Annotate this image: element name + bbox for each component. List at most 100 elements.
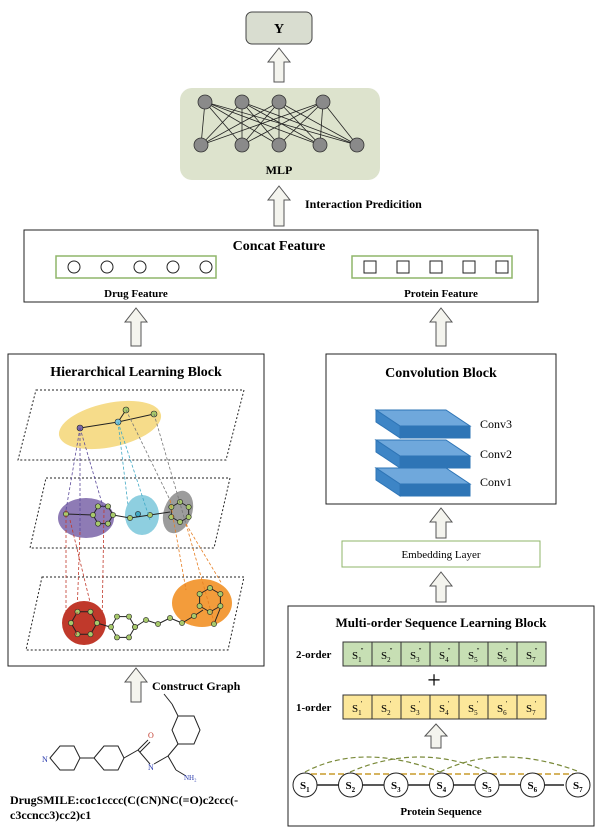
drug-feature-cell [133, 260, 147, 274]
mlp-label: MLP [266, 163, 293, 177]
protein-feature-cell [462, 260, 476, 274]
conv-layer-edge [399, 455, 471, 469]
graph-node [110, 512, 116, 518]
sequence-cell [400, 641, 431, 667]
graph-node [147, 512, 153, 518]
graph-level-1-plane [25, 576, 245, 651]
graph-node [211, 621, 217, 627]
graph-node [114, 613, 120, 620]
sequence-cell [342, 641, 373, 667]
graph-node [105, 520, 111, 527]
sequence-node [338, 772, 363, 798]
sequence-cell-label: S4′ [439, 700, 450, 717]
order-1-label: 1-order [296, 702, 332, 714]
mlp-neuron [197, 94, 213, 110]
sequence-node [292, 772, 318, 798]
drug-feature-cell [100, 260, 114, 274]
order-2-row: S1″S2″S3″S4″S5″S6″S7″ [342, 641, 547, 667]
graph-node [74, 631, 81, 638]
graph-node [87, 608, 94, 615]
arrow-concat-to-mlp [266, 185, 292, 227]
drug-feature-cell [199, 260, 213, 274]
protein-sequence-label: Protein Sequence [400, 806, 481, 818]
mid-graph [63, 499, 192, 527]
plus-sign: + [427, 668, 441, 694]
protein-feature-cell [429, 260, 443, 274]
sequence-node [565, 772, 591, 798]
conv-layer-side [375, 409, 401, 439]
sequence-cell-label: S2′ [381, 700, 392, 717]
sequence-cell [487, 694, 518, 720]
arrow-multi-to-embedding [428, 571, 454, 603]
conv-layer-label: Conv1 [480, 475, 512, 489]
sequence-cell-label: S7″ [526, 647, 538, 664]
sequence-cell-label: S4″ [439, 647, 451, 664]
protein-feature-cells [363, 260, 509, 274]
sequence-node-label: S5 [482, 780, 492, 794]
graph-node [217, 591, 224, 597]
graph-level-3-plane [17, 389, 245, 461]
sequence-node [383, 772, 409, 798]
mlp-neuron [193, 137, 209, 153]
graph-node [167, 615, 173, 621]
sequence-cell [371, 641, 402, 667]
arrow-embedding-to-conv [428, 507, 454, 539]
arrow-hier-to-concat [123, 307, 149, 347]
graph-node [114, 634, 120, 641]
graph-node [127, 515, 133, 521]
sequence-cell-label: S3″ [410, 647, 422, 664]
sequence-node [429, 772, 454, 798]
embedding-label: Embedding Layer [401, 549, 480, 561]
sequence-cell-label: S3′ [410, 700, 421, 717]
order-2-label: 2-order [296, 649, 332, 661]
graph-node [68, 620, 74, 626]
graph-node [191, 613, 197, 619]
graph-node [90, 512, 96, 518]
sequence-node-label: S4 [437, 780, 447, 794]
graph-node [155, 621, 161, 627]
graph-node [135, 511, 141, 517]
drug-feature-label: Drug Feature [104, 288, 168, 300]
sequence-cell-label: S5″ [468, 647, 480, 664]
protein-feature-label: Protein Feature [404, 288, 478, 300]
mlp-neuron [271, 137, 287, 153]
top-cluster-ellipse [58, 400, 162, 450]
concat-title: Concat Feature [233, 239, 326, 254]
construct-graph-label: Construct Graph [152, 679, 241, 693]
graph-node [217, 603, 224, 609]
sequence-cell-label: S1″ [352, 647, 364, 664]
conv-layer-label: Conv2 [480, 447, 512, 461]
sequence-node-label: S6 [528, 780, 538, 794]
graph-node [105, 503, 111, 510]
sequence-node [474, 772, 500, 798]
atom-o-amide: O [148, 731, 154, 740]
mlp-neuron [234, 137, 250, 153]
smiles-line-2: c3ccncc3)cc2)c1 [10, 808, 91, 822]
embedding-layer-box [341, 540, 541, 568]
orange-cluster [172, 579, 232, 627]
mlp-neuron [271, 94, 287, 110]
protein-feature-cell [396, 260, 410, 274]
sequence-cell [516, 641, 547, 667]
drug-molecule [49, 693, 201, 777]
graph-node [179, 620, 185, 626]
sequence-node-label: S2 [346, 780, 356, 794]
sequence-cell-label: S5′ [468, 700, 479, 717]
sequence-node-label: S3 [391, 780, 401, 794]
sequence-node-label: S1 [300, 780, 310, 794]
bottom-graph [68, 585, 224, 641]
arrow-conv-to-concat [428, 307, 454, 347]
level-links [65, 409, 223, 643]
graph-node [94, 620, 100, 626]
graph-node [185, 514, 192, 520]
graph-node [95, 520, 101, 527]
cyan-cluster [125, 495, 159, 535]
sequence-node [520, 772, 545, 798]
smiles-line-1: DrugSMILE:coc1cccc(C(CN)NC(=O)c2ccc(- [10, 793, 238, 807]
graph-node [177, 519, 183, 525]
graph-node [126, 613, 132, 620]
sequence-cell-label: S1′ [352, 700, 363, 717]
atom-nh2: NH₂ [184, 774, 197, 782]
